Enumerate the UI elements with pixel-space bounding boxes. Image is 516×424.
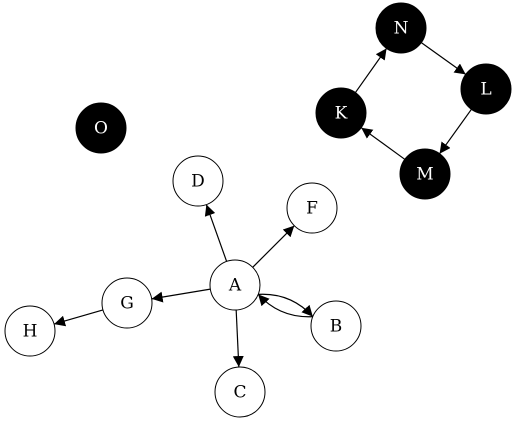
node-circle-m bbox=[399, 148, 451, 200]
edge-a-d bbox=[204, 204, 228, 262]
edges-layer bbox=[53, 42, 472, 368]
node-circle-c bbox=[214, 366, 266, 418]
node-circle-n bbox=[375, 2, 427, 54]
node-label-o: O bbox=[94, 119, 108, 139]
node-circle-o bbox=[75, 102, 127, 154]
node-label-a: A bbox=[228, 276, 242, 296]
node-h: H bbox=[4, 305, 56, 357]
node-label-g: G bbox=[120, 294, 134, 314]
node-label-m: M bbox=[416, 165, 433, 185]
edge-l-m bbox=[439, 108, 472, 155]
node-circle-h bbox=[4, 305, 56, 357]
node-circle-k bbox=[315, 87, 367, 139]
nodes-layer: A B C D F G H K L M N O bbox=[4, 2, 512, 418]
edge-a-b bbox=[258, 293, 314, 318]
node-label-l: L bbox=[480, 80, 491, 100]
node-l: L bbox=[460, 63, 512, 115]
node-d: D bbox=[172, 155, 224, 207]
node-label-b: B bbox=[330, 317, 343, 337]
node-label-d: D bbox=[191, 172, 205, 192]
edge-a-f bbox=[252, 225, 295, 268]
edge-b-a bbox=[257, 293, 313, 318]
node-o: O bbox=[75, 102, 127, 154]
node-label-f: F bbox=[306, 199, 318, 219]
node-label-k: K bbox=[335, 104, 348, 124]
node-label-n: N bbox=[394, 19, 409, 39]
node-a: A bbox=[209, 259, 261, 311]
node-n: N bbox=[375, 2, 427, 54]
node-c: C bbox=[214, 366, 266, 418]
node-label-h: H bbox=[23, 322, 38, 342]
node-f: F bbox=[286, 182, 338, 234]
node-circle-g bbox=[101, 277, 153, 329]
node-circle-b bbox=[310, 300, 362, 352]
edge-a-g bbox=[151, 288, 211, 303]
node-label-c: C bbox=[233, 383, 246, 403]
edge-m-k bbox=[360, 127, 406, 160]
node-circle-l bbox=[460, 63, 512, 115]
edge-a-c bbox=[232, 309, 244, 368]
node-circle-a bbox=[209, 259, 261, 311]
node-circle-d bbox=[172, 155, 224, 207]
edge-n-l bbox=[420, 42, 467, 75]
edge-k-n bbox=[354, 48, 388, 93]
node-k: K bbox=[315, 87, 367, 139]
node-b: B bbox=[310, 300, 362, 352]
node-circle-f bbox=[286, 182, 338, 234]
node-g: G bbox=[101, 277, 153, 329]
node-m: M bbox=[399, 148, 451, 200]
edge-g-h bbox=[53, 309, 104, 327]
